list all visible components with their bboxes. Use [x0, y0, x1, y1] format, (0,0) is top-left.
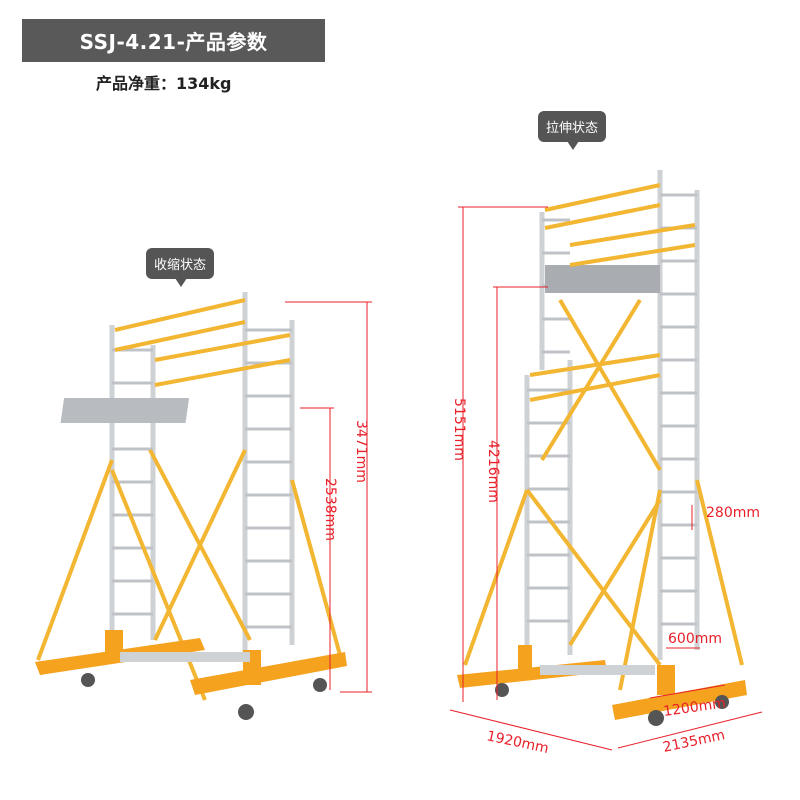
page-title: SSJ-4.21-产品参数 [22, 19, 325, 62]
retracted-state-label: 收缩状态 [146, 248, 215, 287]
dimension-lines [285, 206, 763, 751]
extended-scaffold [457, 170, 747, 726]
base-width: 2135mm [662, 727, 727, 756]
extended-state-label: 拉伸状态 [538, 111, 607, 150]
product-weight: 产品净重：134kg [96, 74, 232, 93]
extended-total-height: 5151mm [451, 398, 467, 461]
extended-platform-height: 4216mm [485, 440, 501, 503]
retracted-platform-height: 2538mm [322, 478, 338, 541]
frame-width: 600mm [668, 631, 722, 647]
retracted-total-height: 3471mm [353, 420, 369, 483]
retracted-scaffold [35, 292, 347, 720]
rung-spacing: 280mm [706, 505, 760, 521]
